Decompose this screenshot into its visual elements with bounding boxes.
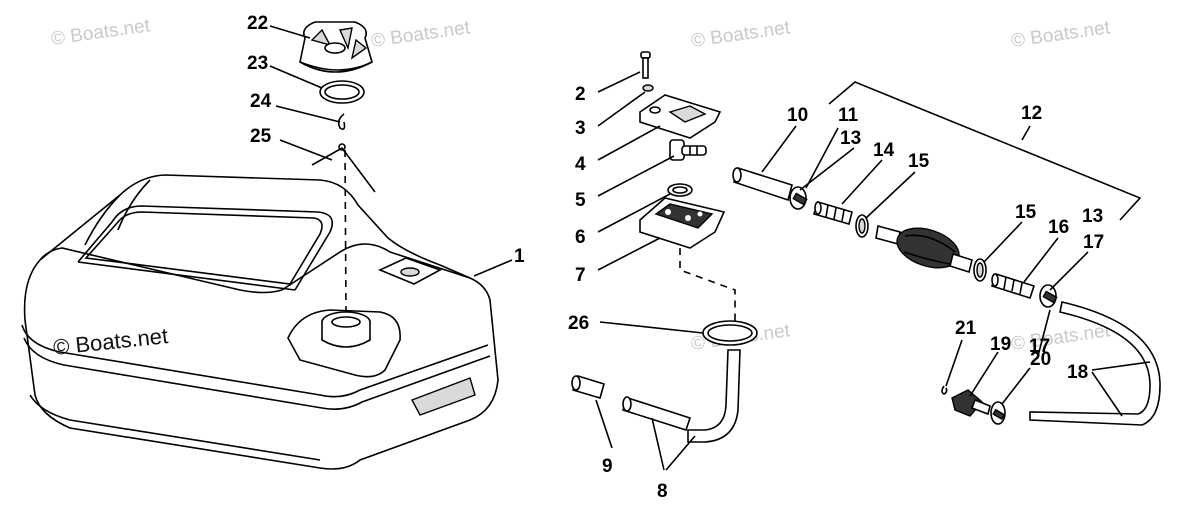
leader-18a: [1091, 361, 1151, 371]
retainer-clip: [337, 113, 346, 130]
label-part-9: 9: [602, 456, 613, 477]
hose-connector-right: [990, 273, 1036, 299]
label-part-4: 4: [575, 154, 586, 175]
label-part-17a: 17: [1083, 232, 1104, 253]
leader-8b: [665, 435, 696, 471]
label-part-26: 26: [568, 313, 589, 334]
label-part-19: 19: [990, 334, 1011, 355]
leader-15b: [983, 221, 1023, 263]
small-fastener: [941, 385, 948, 395]
leader-21: [945, 339, 963, 387]
label-part-21: 21: [955, 318, 977, 339]
watermark-1: © Boats.net: [50, 15, 152, 50]
label-part-13a: 13: [840, 128, 861, 149]
mounting-bracket: [639, 94, 722, 139]
hose-clamp-15-right: [973, 258, 987, 282]
pickup-base-plate: [639, 197, 726, 249]
label-part-20: 20: [1030, 349, 1051, 370]
label-part-15a: 15: [908, 151, 930, 172]
label-part-11: 11: [838, 105, 859, 126]
assembly-bracket-12: [828, 81, 1142, 221]
part-labels: 1 2 3 4 5 6 7 8 9 10 11 12 13 13 14 15 1…: [247, 13, 1104, 502]
leader-3: [597, 91, 646, 127]
label-part-14: 14: [873, 140, 895, 161]
label-part-23: 23: [247, 53, 268, 74]
hose-connector-left: [812, 201, 853, 225]
label-part-15b: 15: [1015, 202, 1037, 223]
watermark-2: © Boats.net: [370, 17, 472, 52]
leader-18b: [1091, 371, 1123, 417]
tank-fuel-connector: [951, 389, 991, 417]
leader-5: [597, 155, 675, 197]
assembly-line-cap: [344, 149, 347, 313]
leader-8a: [651, 417, 665, 471]
leader-12: [1021, 125, 1031, 141]
label-part-22: 22: [247, 13, 268, 34]
watermark-7: © Boats.net: [1010, 320, 1112, 355]
washer: [642, 84, 654, 92]
screw: [640, 51, 651, 79]
leader-24: [275, 105, 341, 123]
label-part-17b: 17: [1029, 336, 1050, 357]
fuel-hose-long: [1029, 301, 1161, 426]
pickup-tube: [687, 349, 741, 443]
leader-13a: [799, 147, 855, 191]
leader-14: [841, 159, 883, 205]
label-part-2: 2: [575, 84, 586, 105]
leader-9: [595, 399, 613, 449]
assembly-line-pickup: [679, 248, 736, 322]
cap-tether: [311, 146, 376, 193]
leader-6: [597, 193, 671, 233]
label-part-7: 7: [575, 265, 586, 286]
elbow-fitting: [669, 139, 707, 161]
leader-10: [761, 125, 797, 173]
leader-23: [269, 65, 323, 89]
label-part-24: 24: [250, 91, 272, 112]
label-part-12: 12: [1021, 103, 1042, 124]
label-part-10: 10: [787, 105, 808, 126]
label-part-6: 6: [575, 227, 586, 248]
label-part-18: 18: [1067, 362, 1088, 383]
leader-11: [805, 127, 839, 189]
leader-17a: [1049, 251, 1089, 291]
fuel-tank: [21, 174, 499, 470]
fuel-hose-segment: [732, 166, 793, 202]
label-part-8: 8: [657, 481, 668, 502]
watermark-3: © Boats.net: [690, 17, 792, 52]
label-part-16: 16: [1048, 217, 1069, 238]
leader-2: [597, 71, 641, 93]
primer-bulb: [875, 224, 973, 274]
leader-7: [597, 237, 661, 271]
tube-segment: [621, 397, 692, 432]
label-part-1: 1: [514, 246, 525, 267]
leader-26: [599, 321, 704, 334]
label-part-5: 5: [575, 190, 586, 211]
leader-15a: [865, 171, 916, 219]
watermark-4: © Boats.net: [1010, 17, 1112, 52]
leader-20: [1001, 367, 1031, 405]
leader-19: [969, 351, 999, 397]
leader-4: [597, 125, 661, 161]
label-part-13b: 13: [1082, 206, 1103, 227]
leader-25: [279, 139, 333, 161]
hose-clamp-left: [789, 186, 808, 210]
hose-clamp-17: [1039, 284, 1058, 308]
label-part-3: 3: [575, 118, 586, 139]
leader-1: [473, 259, 513, 277]
leader-17b: [1037, 309, 1051, 357]
label-part-25: 25: [250, 126, 272, 147]
leader-16: [1023, 237, 1059, 283]
filler-cap: [299, 21, 373, 73]
hose-clamp-20: [990, 401, 1006, 425]
fitting-o-ring: [667, 183, 693, 197]
hose-clamp-15-left: [855, 214, 869, 238]
leader-22: [269, 25, 311, 39]
